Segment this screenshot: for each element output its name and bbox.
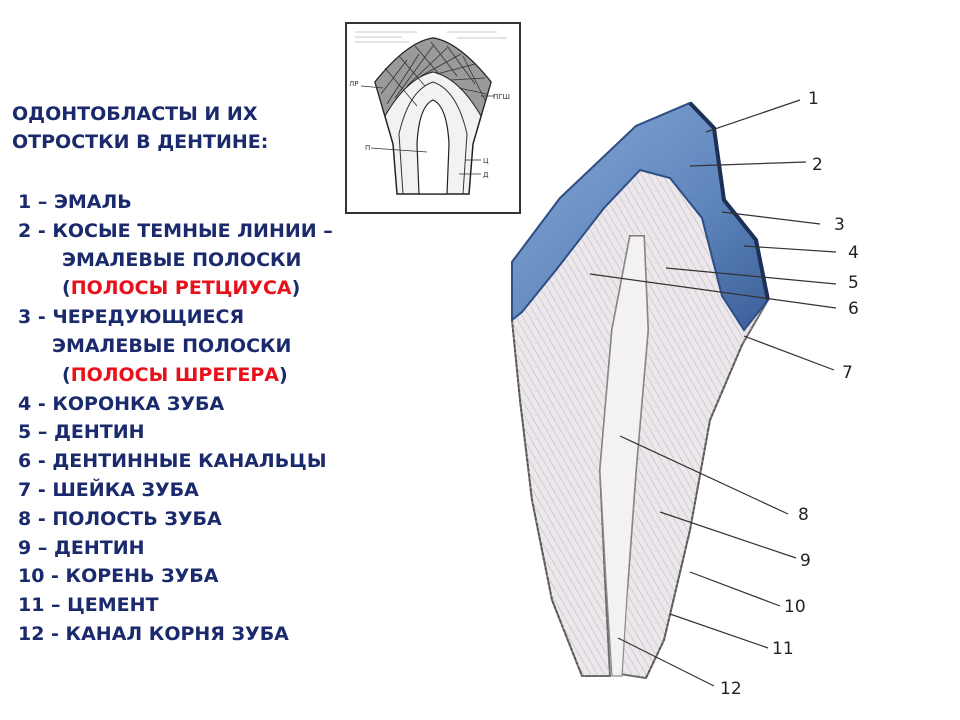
legend-item-3: 3 - ЧЕРЕДУЮЩИЕСЯ	[18, 306, 245, 329]
leader-line-2	[689, 161, 807, 167]
leader-line-1	[705, 99, 801, 133]
heading-line-2: ОТРОСТКИ В ДЕНТИНЕ:	[12, 131, 269, 153]
leader-line-4	[743, 245, 837, 253]
callout-8: 8	[798, 505, 809, 525]
cementum-left	[511, 319, 583, 677]
leader-line-11	[669, 613, 769, 649]
paren-open: (	[62, 363, 71, 386]
heading-line-1: ОДОНТОБЛАСТЫ И ИХ	[12, 103, 258, 125]
leader-line-7	[743, 335, 835, 371]
callout-11: 11	[772, 639, 794, 659]
leader-line-5	[665, 267, 837, 285]
legend-item-7: 7 - ШЕЙКА ЗУБА	[18, 478, 199, 501]
callout-1: 1	[808, 89, 819, 109]
callout-3: 3	[834, 215, 845, 235]
cementum-right	[645, 344, 743, 679]
callout-2: 2	[812, 155, 823, 175]
callout-7: 7	[842, 363, 853, 383]
legend-item-2-line-2: ЭМАЛЕВЫЕ ПОЛОСКИ	[62, 248, 302, 271]
legend-list: 1 – ЭМАЛЬ 2 - КОСЫЕ ТЕМНЫЕ ЛИНИИ – ЭМАЛЕ…	[18, 188, 438, 649]
tooth-sketch-thumbnail: ЛР ПГШ П Ц Д	[345, 22, 521, 214]
retzius-lines-term: ПОЛОСЫ РЕТЦИУСА	[70, 277, 292, 300]
legend-item-10: 10 - КОРЕНЬ ЗУБА	[18, 565, 219, 588]
leader-lines	[589, 99, 837, 687]
enamel-outer-dark-edge	[688, 101, 770, 301]
legend-item-6: 6 - ДЕНТИННЫЕ КАНАЛЬЦЫ	[18, 450, 327, 473]
pulp-cavity	[599, 235, 649, 677]
thumb-label-lr: ЛР	[349, 80, 359, 88]
leader-line-12	[617, 637, 715, 687]
legend-item-11: 11 – ЦЕМЕНТ	[18, 594, 159, 617]
legend-item-3-line-3: (ПОЛОСЫ ШРЕГЕРА)	[18, 361, 438, 390]
legend-item-3-line-2: ЭМАЛЕВЫЕ ПОЛОСКИ	[52, 334, 292, 357]
callout-12: 12	[720, 679, 742, 699]
leader-line-10	[689, 571, 781, 607]
thumb-label-pgsh: ПГШ	[493, 93, 510, 101]
paren-close: )	[279, 363, 288, 386]
legend-item-1: 1 – ЭМАЛЬ	[18, 191, 132, 213]
callout-6: 6	[848, 299, 859, 319]
callout-5: 5	[848, 273, 859, 293]
enamel-cap	[511, 101, 770, 332]
legend-item-9: 9 – ДЕНТИН	[18, 536, 145, 559]
leader-line-3	[721, 211, 821, 225]
callout-10: 10	[784, 597, 806, 617]
schreger-bands-term: ПОЛОСЫ ШРЕГЕРА	[70, 363, 280, 386]
paren-open: (	[62, 277, 71, 300]
leader-line-8	[619, 435, 789, 515]
legend-item-5: 5 – ДЕНТИН	[18, 421, 145, 444]
thumb-label-c: Ц	[483, 157, 489, 165]
legend-item-2: 2 - КОСЫЕ ТЕМНЫЕ ЛИНИИ –	[18, 219, 333, 242]
tooth-sketch-drawing: ЛР ПГШ П Ц Д	[349, 31, 510, 195]
slide-heading: ОДОНТОБЛАСТЫ И ИХ ОТРОСТКИ В ДЕНТИНЕ:	[12, 100, 342, 156]
leader-line-6	[589, 273, 837, 309]
legend-item-4: 4 - КОРОНКА ЗУБА	[18, 392, 225, 415]
thumb-label-p: П	[365, 144, 370, 152]
callout-4: 4	[848, 243, 859, 263]
callout-9: 9	[800, 551, 811, 571]
legend-item-2-line-3: (ПОЛОСЫ РЕТЦИУСА)	[18, 274, 438, 303]
legend-item-8: 8 - ПОЛОСТЬ ЗУБА	[18, 507, 222, 530]
paren-close: )	[291, 277, 301, 300]
legend-item-12: 12 - КАНАЛ КОРНЯ ЗУБА	[18, 622, 289, 645]
thumb-label-d: Д	[483, 171, 489, 179]
leader-line-9	[659, 511, 797, 559]
